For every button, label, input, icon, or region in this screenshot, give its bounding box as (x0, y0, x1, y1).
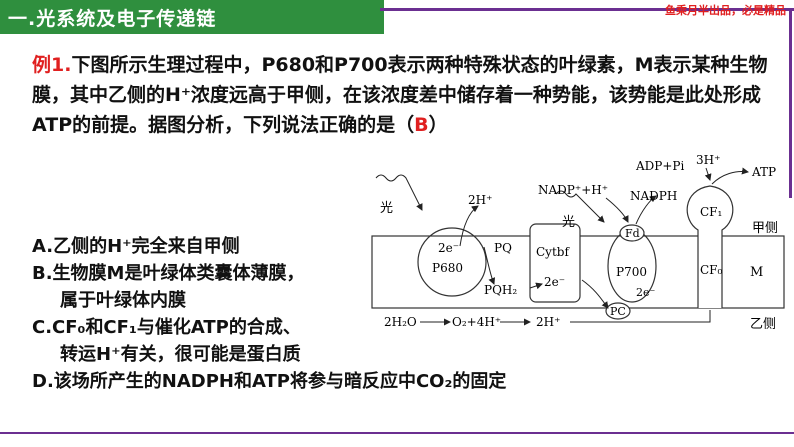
pc-ellipse (605, 302, 631, 320)
section-header-bar: 一.光系统及电子传递链 (0, 0, 384, 34)
question-body: 下图所示生理过程中，P680和P700表示两种特殊状态的叶绿素，M表示某种生物膜… (32, 54, 768, 136)
arrow-nadp (605, 197, 629, 223)
light-wave-1 (375, 174, 423, 211)
question-close: ） (428, 114, 448, 136)
label-pc: PC (610, 305, 626, 318)
label-light-1: 光 (380, 201, 393, 216)
label-2h-bottom: 2H⁺ (536, 315, 560, 329)
label-2e-p700: 2e⁻ (636, 286, 656, 299)
label-atp: ATP (751, 165, 776, 179)
header-divider (380, 8, 794, 11)
option-b-cont: 属于叶绿体内膜 (60, 290, 186, 311)
option-b: B.生物膜M是叶绿体类囊体薄膜， (32, 263, 305, 284)
label-adp: ADP+Pi (635, 159, 684, 173)
question-label: 例1. (32, 54, 72, 76)
label-o2: O₂+4H⁺ (452, 315, 501, 329)
label-side-b: 乙侧 (750, 317, 776, 332)
label-light-2: 光 (562, 215, 575, 230)
label-m: M (750, 265, 763, 280)
label-nadp: NADP⁺+H⁺ (538, 183, 608, 197)
bottom-divider (0, 432, 794, 434)
option-a: A.乙侧的H⁺完全来自甲侧 (32, 236, 240, 257)
photosynthesis-diagram: 光 光 2H⁺ 2e⁻ P680 PQ PQH₂ Cytbf 2e⁻ NADP⁺… (371, 153, 785, 332)
arrow-cyt-pc (581, 279, 609, 309)
label-p680: P680 (432, 261, 463, 275)
label-cf1: CF₁ (700, 205, 722, 219)
options-list: A.乙侧的H⁺完全来自甲侧 B.生物膜M是叶绿体类囊体薄膜， 属于叶绿体内膜 C… (32, 233, 506, 395)
label-3h: 3H⁺ (696, 153, 720, 167)
light-wave-2 (555, 190, 605, 223)
option-c-cont: 转运H⁺有关，很可能是蛋白质 (60, 344, 301, 365)
arrow-fd-nadph (635, 195, 657, 225)
label-nadph: NADPH (630, 189, 677, 203)
arrow-h-atp (570, 310, 711, 323)
right-divider (789, 8, 792, 198)
label-cytbf: Cytbf (536, 245, 570, 259)
brand-slogan: 鱼乘月半出品，必是精品 (665, 4, 786, 17)
option-d: D.该场所产生的NADPH和ATP将参与暗反应中CO₂的固定 (32, 371, 507, 392)
atp-synthase (686, 185, 734, 308)
label-pq: PQ (494, 241, 512, 255)
arrow-h3 (704, 167, 712, 181)
label-cf0: CF₀ (700, 263, 723, 277)
arrow-h-top (459, 205, 479, 247)
label-side-a: 甲侧 (752, 221, 778, 236)
arrow-pqh2-cyt (529, 282, 543, 290)
cytbf-box (529, 223, 581, 303)
label-fd: Fd (625, 227, 640, 240)
label-pqh2: PQH₂ (484, 283, 517, 297)
label-h2o: 2H₂O (384, 315, 417, 329)
question-text: 例1.下图所示生理过程中，P680和P700表示两种特殊状态的叶绿素，M表示某种… (32, 50, 772, 140)
arrow-pq-pqh2 (483, 246, 496, 285)
section-title: 一.光系统及电子传递链 (8, 8, 217, 30)
question-answer: B (414, 114, 429, 136)
label-2h-top: 2H⁺ (468, 193, 492, 207)
option-c: C.CF₀和CF₁与催化ATP的合成、 (32, 317, 301, 338)
label-p700: P700 (616, 265, 647, 279)
label-2e-cyt: 2e⁻ (544, 275, 565, 289)
label-2e-p680: 2e⁻ (438, 241, 459, 255)
p680-ellipse (417, 227, 487, 297)
fd-ellipse (619, 224, 645, 242)
arrow-atp (711, 167, 749, 185)
